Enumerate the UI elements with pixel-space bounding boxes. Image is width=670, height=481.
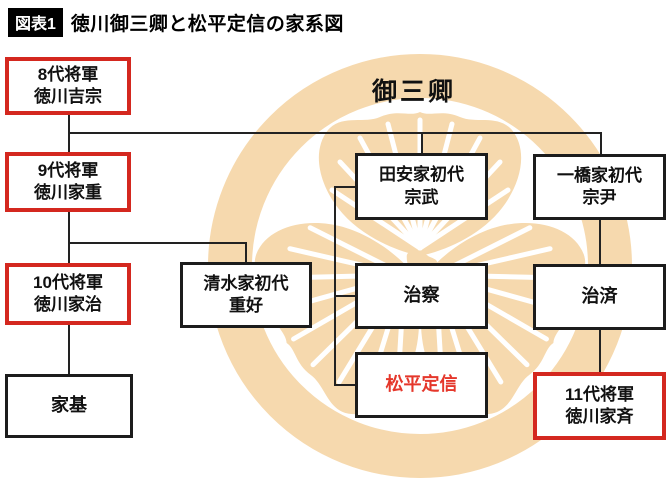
node-title: 11代将軍 bbox=[565, 384, 634, 404]
node-title: 一橋家初代 bbox=[557, 165, 642, 185]
connector-stub-munetake bbox=[334, 186, 356, 188]
node-person: 徳川吉宗 bbox=[34, 87, 102, 106]
connector-top-horizontal bbox=[68, 132, 602, 134]
node-person: 宗尹 bbox=[582, 188, 617, 207]
node-person: 治済 bbox=[581, 286, 618, 307]
node-person: 宗武 bbox=[404, 187, 439, 207]
node-tokugawa-ieharu: 10代将軍 徳川家治 bbox=[5, 263, 131, 325]
node-title: 田安家初代 bbox=[379, 165, 464, 185]
gosankyo-heading: 御三卿 bbox=[372, 78, 457, 106]
connector-harusada-to-ienari bbox=[599, 330, 601, 372]
connector-branch-shimizu bbox=[68, 242, 246, 244]
node-shimizu-shigeyoshi: 清水家初代 重好 bbox=[180, 262, 312, 328]
figure-number-badge: 図表1 bbox=[8, 8, 63, 37]
node-tokugawa-ieshige: 9代将軍 徳川家重 bbox=[5, 152, 131, 212]
connector-ieshige-to-ieharu bbox=[68, 212, 70, 263]
node-iemoto: 家基 bbox=[5, 374, 133, 438]
figure-titlebar: 図表1 徳川御三卿と松平定信の家系図 bbox=[8, 8, 344, 37]
connector-drop-munetake bbox=[421, 132, 423, 153]
node-person: 徳川家重 bbox=[34, 183, 102, 202]
node-person: 治察 bbox=[403, 285, 440, 306]
connector-drop-shigeyoshi bbox=[245, 242, 247, 262]
node-person: 徳川家治 bbox=[34, 295, 102, 314]
connector-drop-munetada bbox=[600, 132, 602, 154]
connector-ieharu-to-iemoto bbox=[68, 325, 70, 374]
node-harusada: 治済 bbox=[533, 264, 666, 330]
connector-munetada-to-harusada bbox=[599, 220, 601, 264]
connector-stub-harusato bbox=[334, 295, 356, 297]
node-person: 徳川家斉 bbox=[565, 407, 634, 426]
node-tayasu-munetake: 田安家初代 宗武 bbox=[355, 153, 488, 220]
node-harusato: 治察 bbox=[355, 263, 488, 329]
node-title: 9代将軍 bbox=[37, 160, 99, 180]
figure-title: 徳川御三卿と松平定信の家系図 bbox=[70, 14, 344, 35]
node-matsudaira-sadanobu: 松平定信 bbox=[355, 352, 488, 418]
node-title: 8代将軍 bbox=[37, 64, 99, 84]
node-person: 松平定信 bbox=[385, 374, 458, 395]
node-tokugawa-yoshimune: 8代将軍 徳川吉宗 bbox=[5, 57, 131, 115]
connector-tayasu-bracket bbox=[334, 186, 336, 386]
connector-stub-sadanobu bbox=[334, 384, 356, 386]
node-title: 10代将軍 bbox=[33, 272, 103, 292]
node-tokugawa-ienari: 11代将軍 徳川家斉 bbox=[533, 372, 666, 440]
node-hitotsubashi-munetada: 一橋家初代 宗尹 bbox=[533, 154, 666, 220]
node-person: 重好 bbox=[229, 296, 263, 315]
node-title: 清水家初代 bbox=[203, 273, 289, 293]
node-person: 家基 bbox=[51, 395, 87, 416]
